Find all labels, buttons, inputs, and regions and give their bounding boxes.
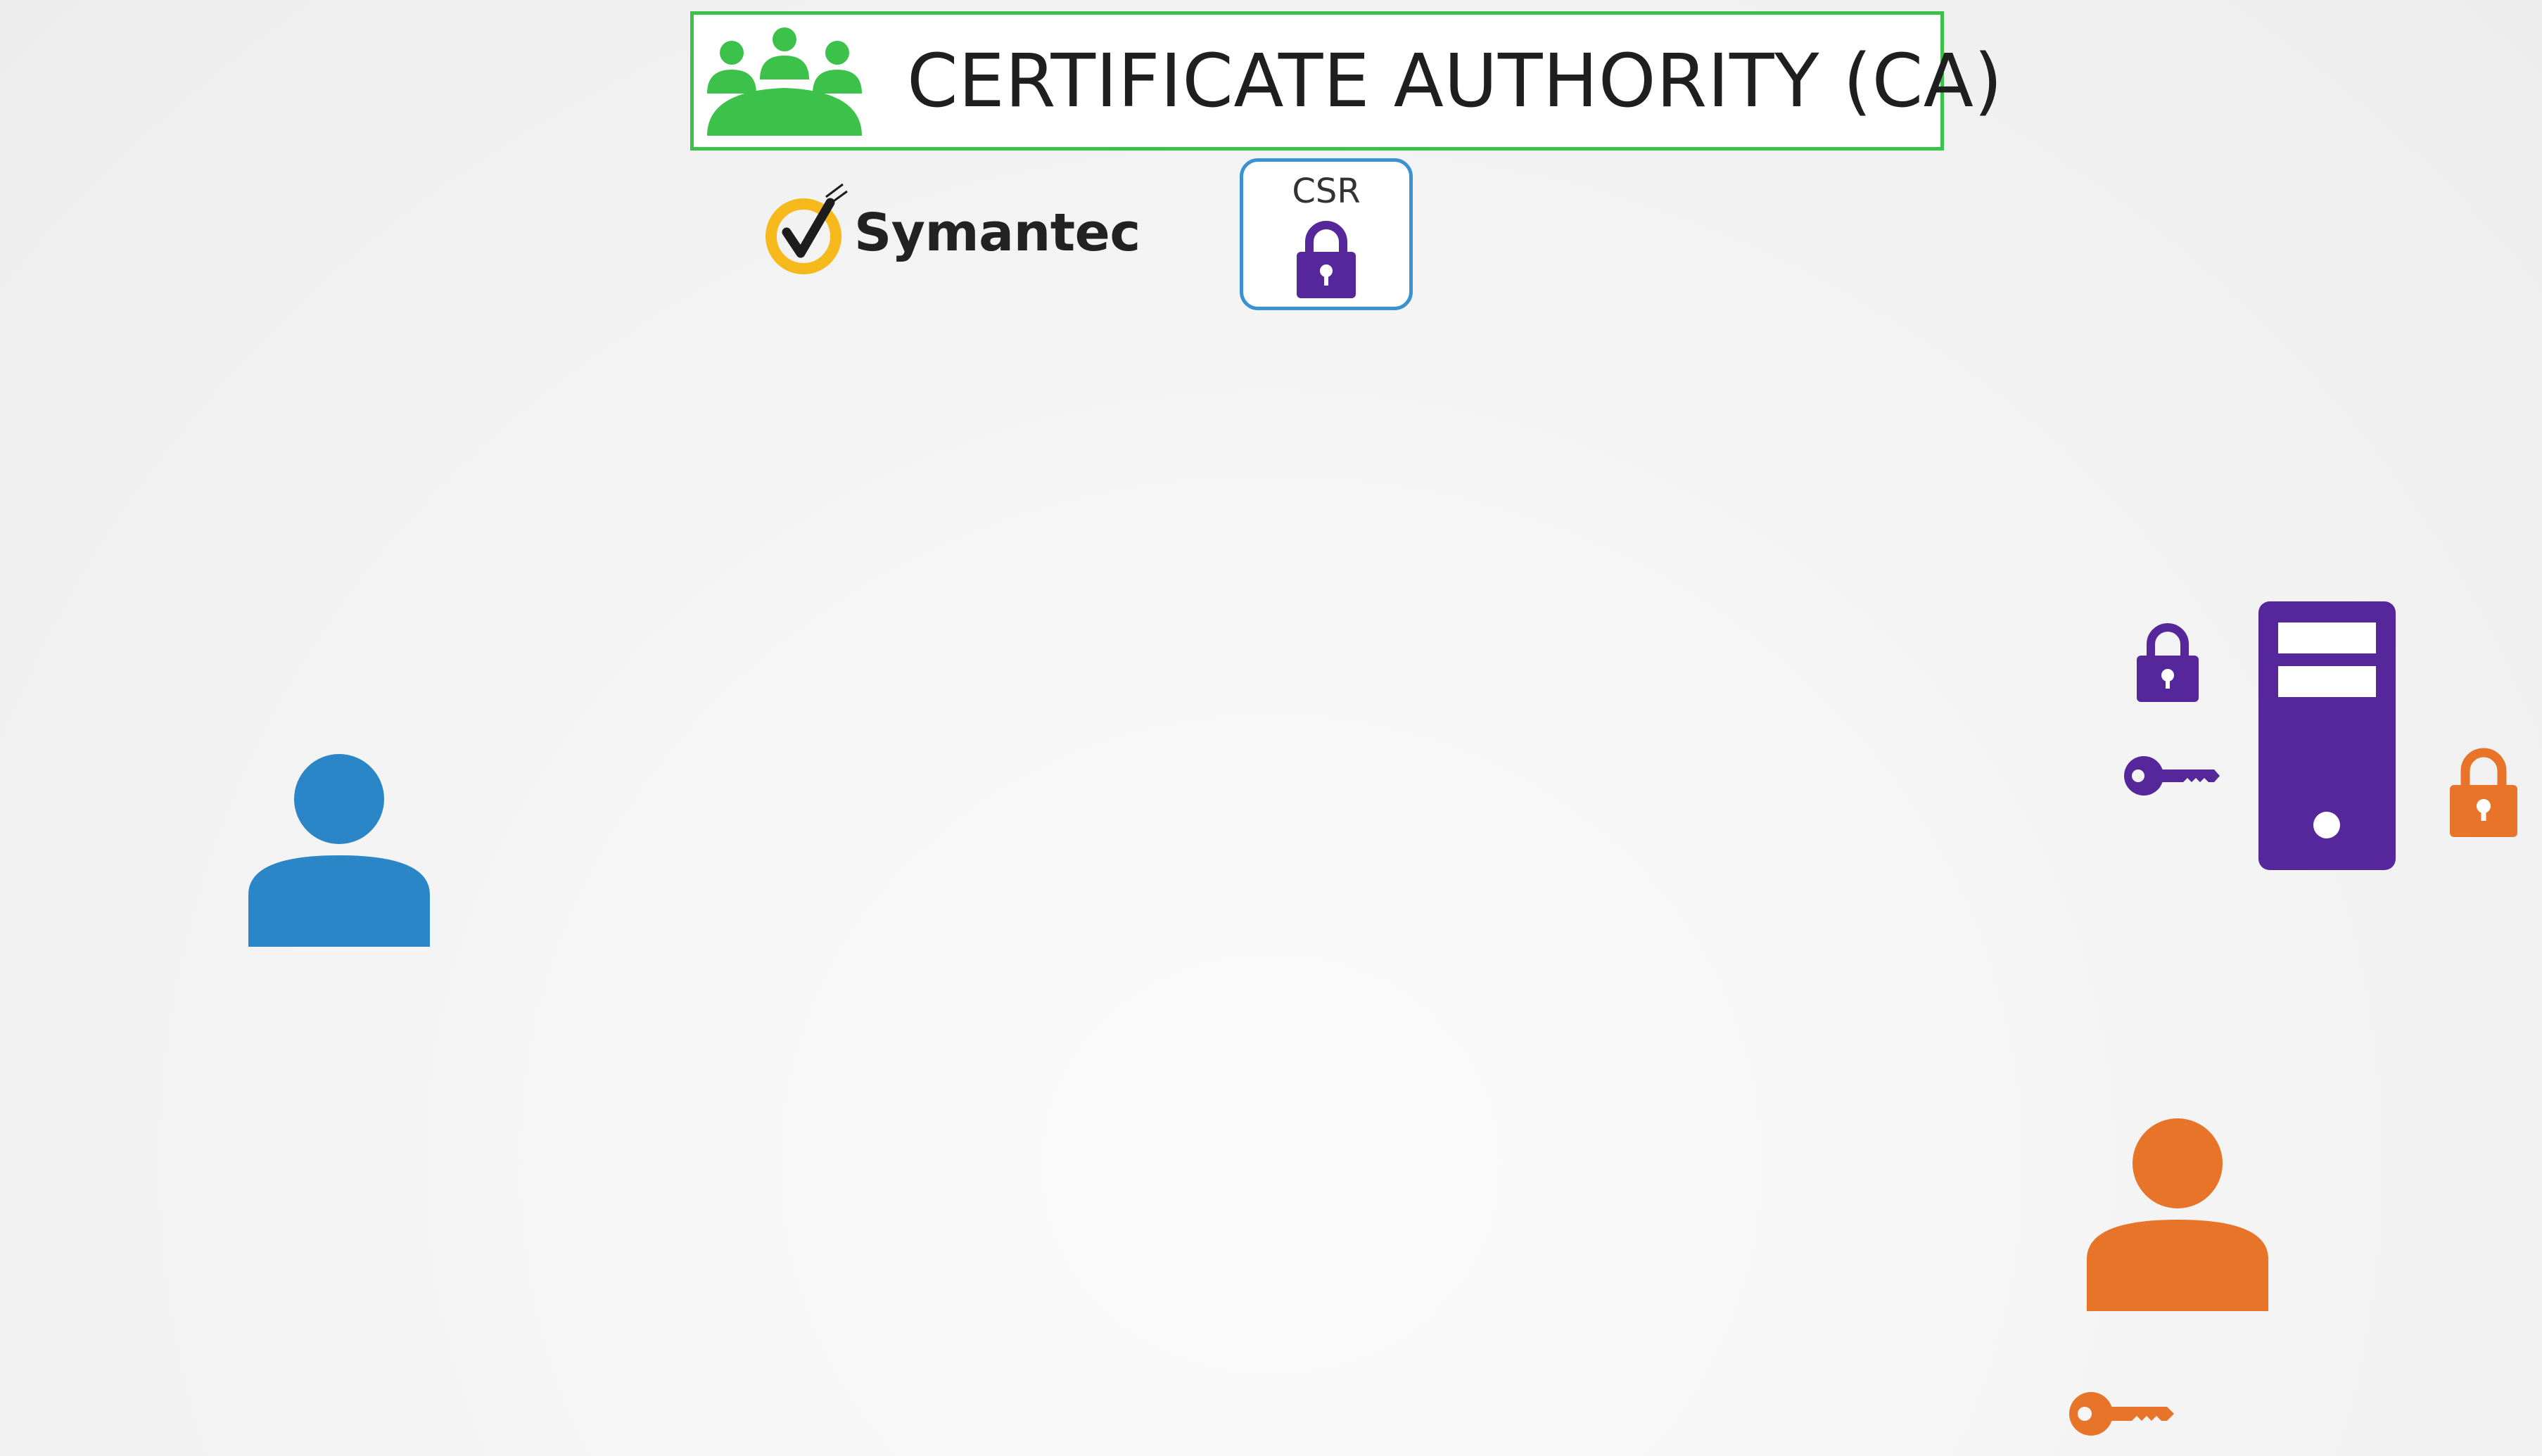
user-icon [248, 754, 430, 947]
server-lock-icon [2137, 623, 2199, 702]
group-people-icon [707, 27, 862, 136]
user-key-icon [2069, 1392, 2174, 1436]
csr-card: CSR [1240, 158, 1413, 310]
side-lock-icon [2450, 748, 2517, 837]
lock-icon [1297, 221, 1356, 298]
symantec-logo: Symantec [765, 181, 1140, 287]
symantec-name: Symantec [854, 203, 1140, 263]
certificate-authority-box: CERTIFICATE AUTHORITY (CA) [690, 11, 2002, 151]
server-key-icon [2124, 756, 2220, 796]
csr-label: CSR [1292, 172, 1361, 211]
ca-title: CERTIFICATE AUTHORITY (CA) [907, 38, 2003, 124]
user-icon [2087, 1118, 2268, 1311]
symantec-checkmark-logo [765, 183, 848, 274]
server-icon [2258, 601, 2396, 870]
